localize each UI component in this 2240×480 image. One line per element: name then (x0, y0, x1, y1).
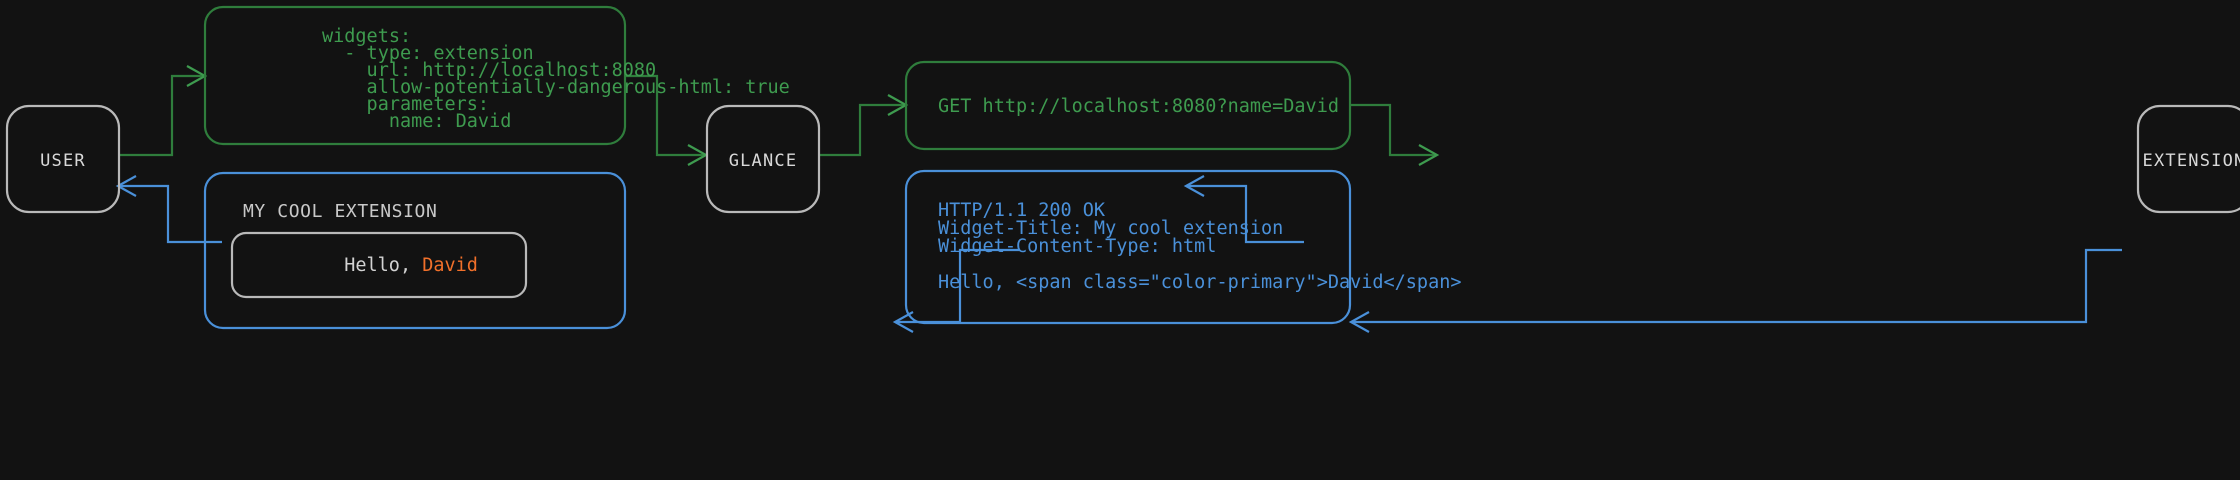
request-line-0: GET http://localhost:8080?name=David (938, 96, 1339, 117)
node-user-label: USER (40, 151, 86, 171)
response-line-0: HTTP/1.1 200 OK (938, 200, 1106, 221)
node-glance-label: GLANCE (729, 151, 798, 171)
node-extension-label: EXTENSION (2143, 151, 2240, 171)
node-user[interactable]: USER (5, 104, 121, 214)
panel-render: MY COOL EXTENSION Hello, David (203, 171, 627, 330)
panel-response: HTTP/1.1 200 OK Widget-Title: My cool ex… (904, 169, 1461, 325)
config-line-1: - type: extension (322, 43, 534, 64)
render-widget-title: MY COOL EXTENSION (243, 201, 437, 222)
render-body-prefix: Hello, (344, 255, 422, 276)
edge-request-to-extension (1350, 103, 1440, 166)
config-line-5: name: David (322, 111, 511, 132)
panel-request: GET http://localhost:8080?name=David (904, 60, 1352, 151)
panel-config: widgets: - type: extension url: http://l… (203, 5, 790, 146)
render-widget-card (230, 231, 528, 299)
node-glance[interactable]: GLANCE (705, 104, 821, 214)
node-extension[interactable]: EXTENSION (2136, 104, 2240, 214)
edge-extension-to-response (1348, 248, 2122, 333)
render-widget-body: Hello, David (244, 255, 556, 276)
config-line-0: widgets: (322, 26, 411, 47)
render-body-accent: David (422, 255, 478, 276)
response-line-1: Widget-Title: My cool extension (938, 218, 1283, 239)
config-line-4: parameters: (322, 94, 489, 115)
response-line-2: Widget-Content-Type: html (938, 236, 1216, 257)
config-line-3: allow-potentially-dangerous-html: true (322, 77, 790, 98)
edge-response-to-glance (1183, 175, 1304, 244)
response-line-4: Hello, <span class="color-primary">David… (938, 272, 1461, 293)
config-line-2: url: http://localhost:8080 (322, 60, 656, 81)
edge-glance-to-request (820, 94, 909, 157)
edge-user-to-config (118, 65, 208, 157)
